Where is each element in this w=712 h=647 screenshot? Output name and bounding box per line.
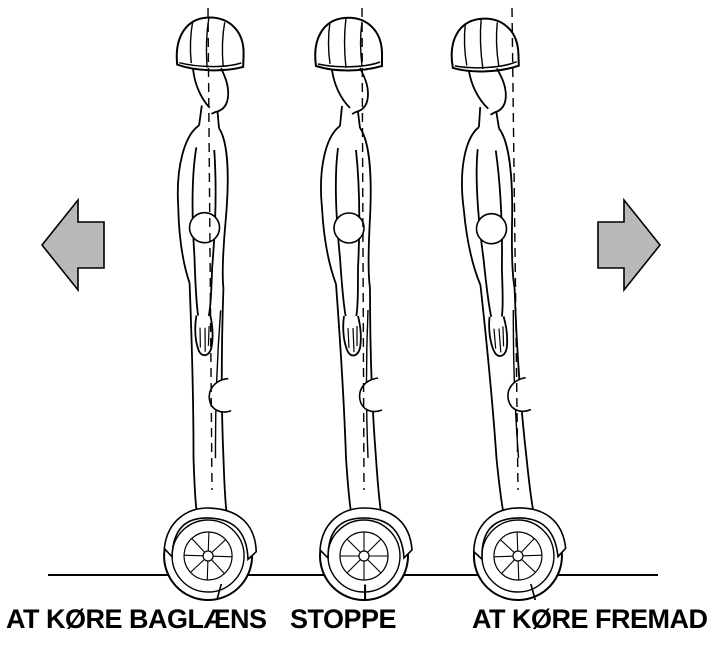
plumb-line-stop: [362, 8, 364, 490]
rider-forward: [450, 16, 567, 601]
tilt-mark-forward: \: [530, 580, 537, 605]
label-backward: AT KØRE BAGLÆNS: [6, 604, 267, 635]
rider-backward: [158, 16, 275, 601]
tilt-mark-backward: /: [216, 580, 223, 605]
left-arrow-icon: [42, 200, 104, 290]
label-forward: AT KØRE FREMAD: [472, 604, 708, 635]
plumb-line-forward: [512, 8, 518, 490]
tilt-mark-stop: I: [362, 580, 368, 605]
label-stop: STOPPE: [290, 604, 396, 635]
right-arrow-icon: [598, 200, 660, 290]
plumb-line-backward: [208, 8, 212, 490]
